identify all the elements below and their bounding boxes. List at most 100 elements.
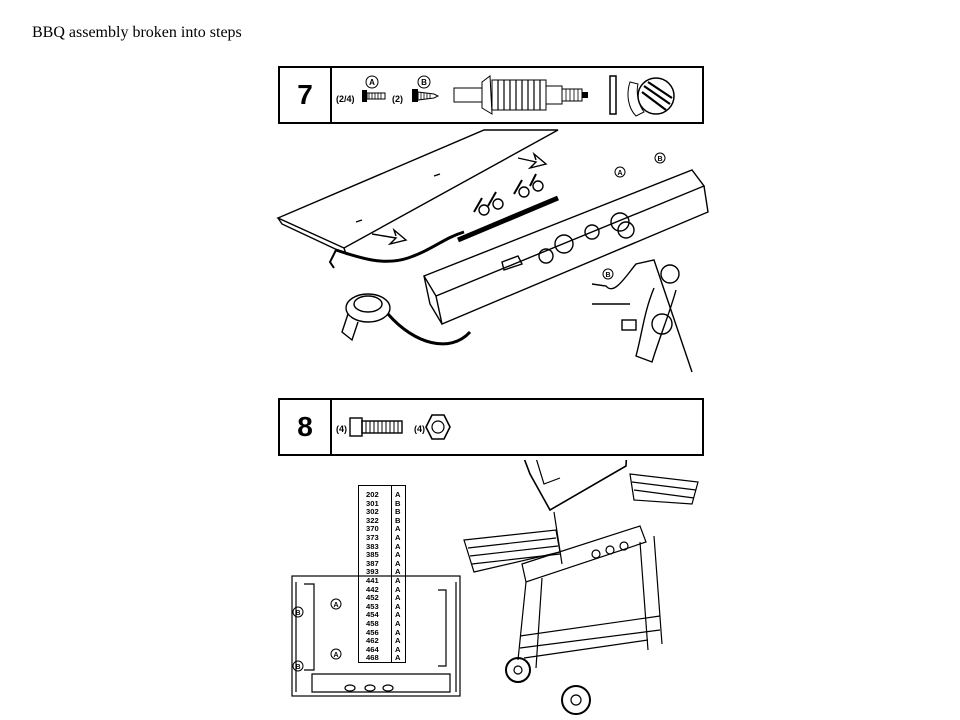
step-7-exploded-diagram: A B B (276, 129, 709, 373)
step-8-nut-qty: (4) (414, 424, 425, 434)
assembly-instructions-scan (274, 62, 710, 720)
gas-hose (335, 230, 465, 263)
part-list-row: 393 A (359, 567, 405, 576)
label-b-text: B (421, 78, 427, 87)
part-letter: A (395, 644, 401, 654)
part-code: 454 (366, 610, 379, 620)
part-code: 385 (366, 550, 379, 560)
regulator (345, 293, 391, 323)
hex-nut (425, 414, 451, 440)
label-a-text: A (369, 78, 375, 87)
callout-a-bottom-step8: A (333, 652, 338, 659)
front-wheel (505, 657, 531, 683)
callout-a-step7: A (617, 170, 622, 177)
part-letter: A (395, 601, 401, 611)
part-code: 442 (366, 584, 379, 594)
part-list-row: 301 B (359, 499, 405, 508)
part-list-row: 452 A (359, 593, 405, 602)
step-7-part-b-qty: (2) (392, 94, 403, 104)
part-list-row: 370 A (359, 524, 405, 533)
right-shelf (629, 473, 699, 505)
gas-manifold (457, 195, 559, 243)
arrow-right (517, 151, 548, 170)
firebox (523, 460, 628, 512)
step-8-parts-bar: 8 (4) (4) (278, 398, 704, 456)
part-list-row: 462 A (359, 636, 405, 645)
part-code: 373 (366, 533, 379, 542)
part-list-row: 458 A (359, 619, 405, 628)
callout-b-bottom-step8: B (295, 664, 300, 671)
part-letter: A (395, 584, 401, 594)
part-letter: A (395, 490, 401, 499)
part-code: 464 (366, 644, 379, 654)
part-list-row: 302 B (359, 507, 405, 516)
bottom-shelf (519, 615, 661, 649)
part-code: 322 (366, 515, 379, 525)
part-code: 301 (366, 498, 379, 508)
part-list-row: 202 A (359, 490, 405, 499)
part-letter: A (395, 610, 401, 620)
step-7-hardware-drawings: A B (362, 75, 675, 117)
part-letter: A (395, 636, 401, 646)
part-list-row: 454 A (359, 610, 405, 619)
part-letter: A (395, 653, 401, 663)
part-letter: A (395, 541, 401, 551)
label-b-circle (417, 75, 431, 89)
part-code: 452 (366, 593, 379, 603)
part-letter: B (395, 515, 401, 525)
part-code: 441 (366, 576, 379, 585)
rear-wheel (561, 685, 591, 715)
part-letter: A (395, 619, 401, 628)
bolt-head (349, 417, 363, 437)
part-code: 393 (366, 567, 379, 577)
step-7-parts-bar: 7 (2/4) (2) A B (278, 66, 704, 124)
step-8-hardware-drawings (349, 414, 451, 440)
part-list-row: 322 B (359, 516, 405, 525)
part-letter: A (395, 627, 401, 637)
callout-a-top-step8: A (333, 602, 338, 609)
part-letter: B (395, 498, 401, 508)
frame-rear-view (291, 575, 461, 697)
screw-a-head (362, 90, 367, 102)
screw-b-head (412, 89, 418, 102)
part-letter: A (395, 593, 401, 603)
step-8-bolt-qty: (4) (336, 424, 347, 434)
part-letter: A (395, 533, 401, 542)
part-list-row: 373 A (359, 533, 405, 542)
part-list-row: 468 A (359, 653, 405, 662)
part-list-row: 453 A (359, 602, 405, 611)
part-letter: B (395, 507, 401, 517)
part-list-row: 464 A (359, 645, 405, 654)
part-code: 456 (366, 627, 379, 637)
part-code: 468 (366, 653, 379, 663)
knob-drawing (627, 77, 675, 117)
valve-assembly-drawing (453, 75, 588, 115)
step-8-number: 8 (280, 400, 332, 454)
callout-b-top-step8: B (295, 610, 300, 617)
detail-inset-frame (591, 259, 693, 373)
step-7-part-a-qty: (2/4) (336, 94, 355, 104)
part-code: 202 (366, 490, 379, 499)
clip-drawing (609, 75, 617, 115)
part-code: 453 (366, 601, 379, 611)
screw-a-shank (366, 92, 386, 100)
part-code: 462 (366, 636, 379, 646)
arrow-left (371, 227, 408, 246)
slide-title: BBQ assembly broken into steps (32, 24, 242, 41)
callout-b2-step7: B (605, 272, 610, 279)
part-code: 458 (366, 619, 379, 628)
part-letter: A (395, 567, 401, 577)
part-letter: A (395, 524, 401, 534)
part-code: 383 (366, 541, 379, 551)
callout-b-step7: B (657, 156, 662, 163)
part-list-row: 442 A (359, 585, 405, 594)
part-list-row: 383 A (359, 542, 405, 551)
part-letter: A (395, 558, 401, 568)
label-a-circle (365, 75, 379, 89)
part-code: 370 (366, 524, 379, 534)
part-code: 302 (366, 507, 379, 517)
step-8-diagram: B A B A (291, 460, 699, 715)
